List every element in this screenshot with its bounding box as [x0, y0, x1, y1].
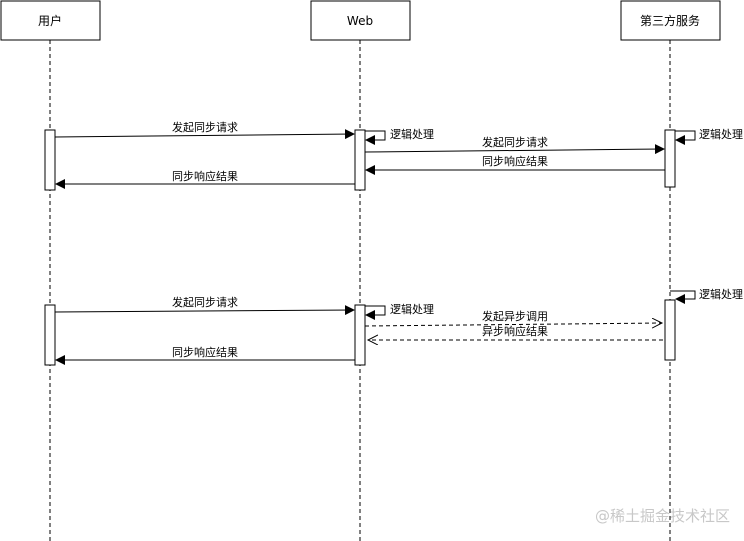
sync-web-logic-label: 逻辑处理 — [390, 127, 434, 141]
participant-user-box — [0, 0, 101, 41]
participant-web-label: Web — [347, 14, 373, 28]
sync-user-request-label: 发起同步请求 — [172, 120, 238, 134]
participant-user-label: 用户 — [38, 13, 62, 28]
activation-user-sync — [44, 129, 56, 191]
sync-web-request-label: 发起同步请求 — [482, 135, 548, 149]
activation-user-async — [44, 304, 56, 366]
async-web-call-label: 发起异步调用 — [482, 309, 548, 323]
async-third-logic-label: 逻辑处理 — [699, 287, 743, 301]
participant-web-box — [310, 0, 411, 41]
participant-third-party: 第三方服务 — [620, 0, 721, 41]
watermark: @稀土掘金技术社区 — [595, 507, 730, 525]
async-web-call-arrow — [364, 323, 662, 326]
sync-web-request-arrow — [364, 144, 665, 155]
participant-user: 用户 — [0, 0, 101, 41]
async-user-request-arrow — [54, 305, 355, 316]
async-user-request-label: 发起同步请求 — [172, 295, 238, 309]
async-web-response-label: 同步响应结果 — [172, 345, 238, 359]
async-web-self-arrow — [365, 305, 386, 320]
sync-user-request-arrow — [54, 129, 355, 140]
async-third-self-arrow — [670, 290, 696, 304]
activation-third-party-async — [664, 299, 676, 361]
async-web-logic-label: 逻辑处理 — [390, 302, 434, 316]
async-third-response-label: 异步响应结果 — [482, 324, 548, 338]
activation-web-sync — [354, 129, 366, 191]
activation-third-party-sync — [664, 129, 676, 188]
activation-web-async — [354, 304, 366, 366]
sync-web-self-arrow — [365, 130, 386, 145]
participant-third-party-label: 第三方服务 — [640, 13, 700, 28]
sync-third-logic-label: 逻辑处理 — [699, 127, 743, 141]
sync-third-response-label: 同步响应结果 — [482, 154, 548, 168]
participant-web: Web — [310, 0, 411, 41]
participant-third-party-box — [620, 0, 721, 41]
sync-web-response-label: 同步响应结果 — [172, 169, 238, 183]
sync-third-self-arrow — [675, 130, 696, 145]
